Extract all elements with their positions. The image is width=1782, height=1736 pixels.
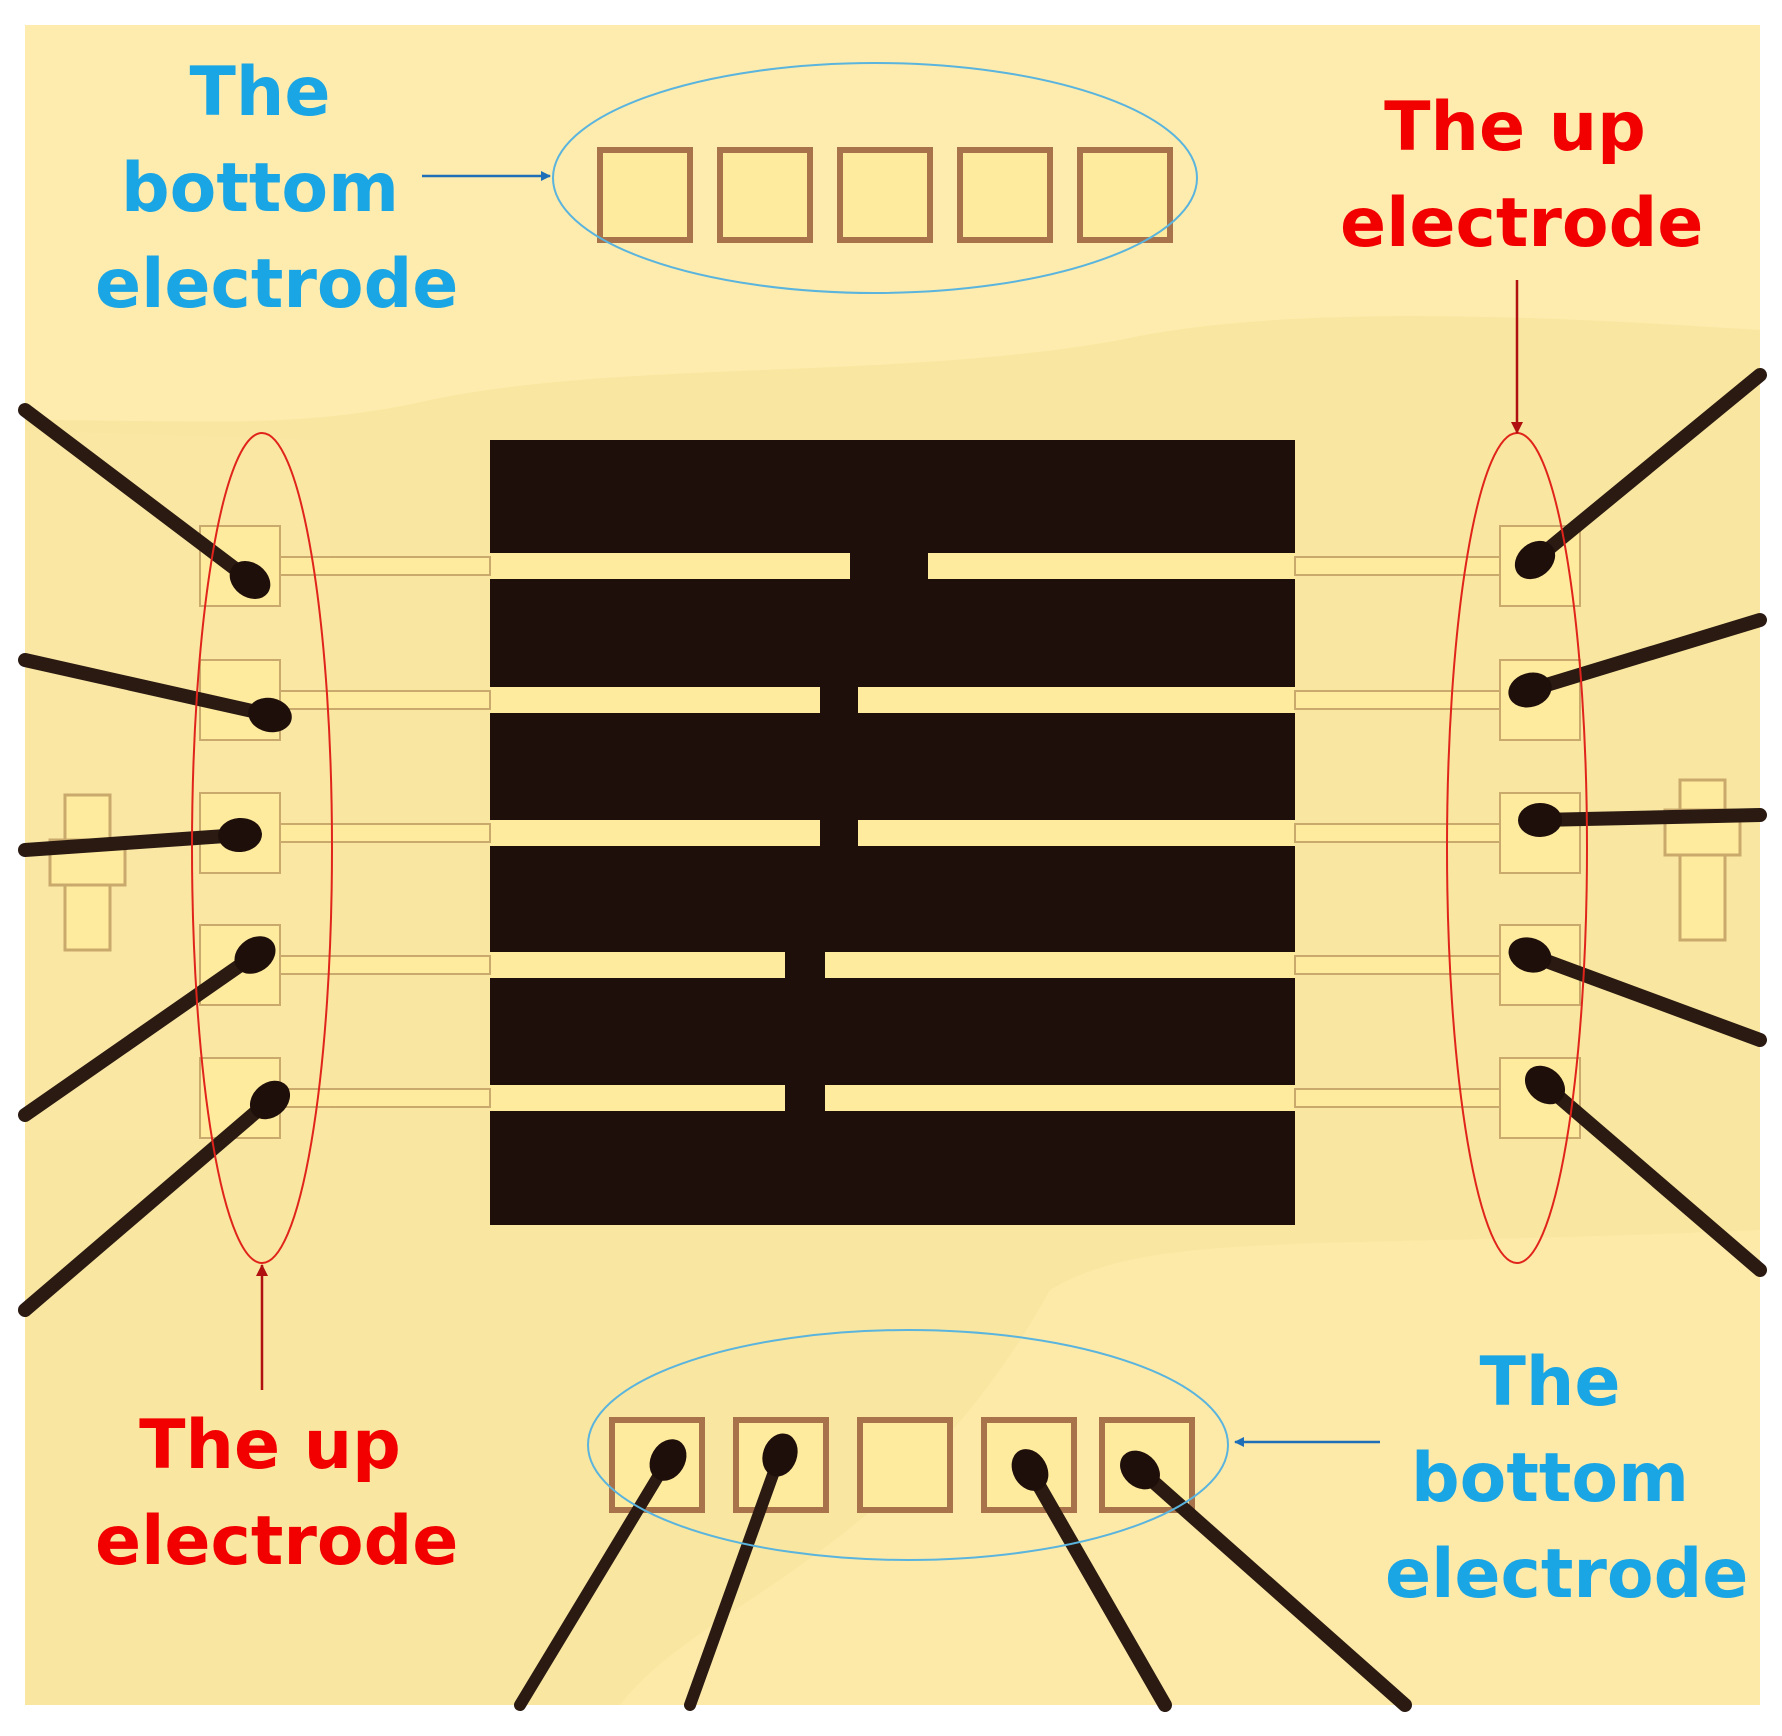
top-pad <box>1077 147 1173 243</box>
bond-wire <box>18 1093 277 1317</box>
right-trace <box>1294 955 1511 975</box>
label-line: The <box>189 53 331 132</box>
label-line: electrode <box>1340 184 1704 263</box>
bond-ball <box>1524 1065 1566 1105</box>
interdigitated-fingers <box>490 553 1295 1111</box>
top-pad <box>957 147 1053 243</box>
bond-wires <box>18 368 1767 1712</box>
right-finger <box>928 553 1295 579</box>
bond-ball <box>1011 1449 1049 1491</box>
bond-wire <box>684 1449 786 1711</box>
bond-ball <box>1514 540 1556 580</box>
bond-ball <box>248 697 292 733</box>
label-line: electrode <box>95 1502 459 1581</box>
label-bottom-right-bottom-electrode: The bottom electrode <box>1385 1335 1749 1623</box>
bond-ball <box>649 1439 687 1481</box>
label-top-right-up-electrode: The up electrode <box>1340 80 1704 272</box>
left-finger <box>490 820 820 846</box>
bond-wire <box>18 828 247 857</box>
label-line: electrode <box>95 245 459 324</box>
bond-wire <box>18 948 262 1122</box>
bond-ball <box>1120 1450 1160 1490</box>
label-line: bottom <box>121 149 399 228</box>
bond-wire <box>1538 1078 1767 1277</box>
label-line: bottom <box>1411 1439 1689 1518</box>
bond-ball <box>1508 672 1552 708</box>
cream-region-left <box>25 430 330 1140</box>
bond-ball <box>249 1080 291 1120</box>
bottom-bottom-electrode-pads <box>609 1417 1195 1513</box>
bond-wire <box>1523 613 1767 697</box>
right-trace <box>1294 823 1511 843</box>
electrode-traces <box>199 525 1581 1139</box>
top-bottom-electrode-pads <box>597 147 1173 243</box>
right-trace <box>1294 556 1511 576</box>
top-pad <box>717 147 813 243</box>
left-pads-ellipse <box>191 432 333 1264</box>
bottom-pad <box>857 1417 953 1513</box>
bond-ball <box>229 561 271 599</box>
right-finger <box>825 1085 1295 1111</box>
top-pads-ellipse <box>552 62 1198 294</box>
left-trace <box>269 556 491 576</box>
right-trace <box>1294 1088 1511 1108</box>
bond-wire <box>1533 808 1767 827</box>
right-finger <box>858 687 1295 713</box>
bond-wire <box>1528 368 1767 567</box>
left-finger <box>490 553 850 579</box>
bottom-pads-ellipse <box>587 1329 1229 1561</box>
bond-wire <box>1023 1463 1172 1712</box>
label-line: The up <box>139 1406 401 1485</box>
bond-ball <box>1518 802 1562 838</box>
top-pad <box>597 147 693 243</box>
bond-ball <box>1508 937 1552 973</box>
right-trace <box>1294 690 1511 710</box>
bond-ball <box>234 936 276 974</box>
bond-ball <box>218 817 262 853</box>
label-top-left-bottom-electrode: The bottom electrode <box>95 45 459 333</box>
right-alignment-mark <box>1663 778 1742 942</box>
left-trace <box>269 690 491 710</box>
bond-wire <box>1523 948 1767 1047</box>
top-pad <box>837 147 933 243</box>
left-trace <box>269 1088 491 1108</box>
left-finger <box>490 952 785 978</box>
label-bottom-left-up-electrode: The up electrode <box>95 1398 459 1590</box>
left-trace <box>269 955 491 975</box>
wire-bond-balls <box>218 540 1566 1491</box>
left-trace <box>269 823 491 843</box>
label-line: The <box>1479 1343 1621 1422</box>
right-finger <box>825 952 1295 978</box>
bond-wire <box>514 1454 674 1711</box>
right-finger <box>858 820 1295 846</box>
bond-wire <box>18 653 277 722</box>
label-line: The up <box>1384 88 1646 167</box>
bond-wire <box>1133 1463 1412 1712</box>
label-line: electrode <box>1385 1535 1749 1614</box>
bond-ball <box>762 1433 798 1477</box>
left-finger <box>490 1085 785 1111</box>
left-finger <box>490 687 820 713</box>
